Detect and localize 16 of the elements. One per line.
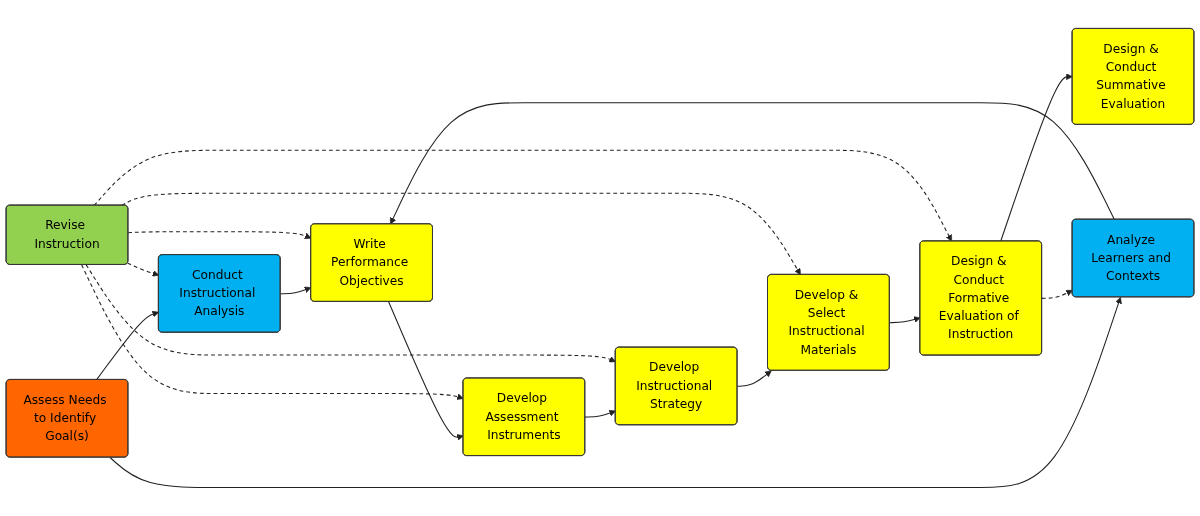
arrow [81, 264, 464, 400]
arrow [109, 296, 1122, 489]
arrow [388, 301, 464, 441]
arrow [1041, 290, 1073, 299]
arrow [584, 409, 616, 418]
arrow [889, 316, 921, 324]
arrow [127, 262, 160, 277]
arrow [95, 310, 160, 381]
arrow [280, 286, 312, 295]
arrow [85, 264, 616, 363]
arrow [127, 231, 312, 240]
arrow [93, 149, 952, 242]
arrow [390, 102, 1115, 225]
arrow [736, 370, 772, 387]
arrow [1000, 73, 1073, 242]
arrow [121, 192, 801, 276]
